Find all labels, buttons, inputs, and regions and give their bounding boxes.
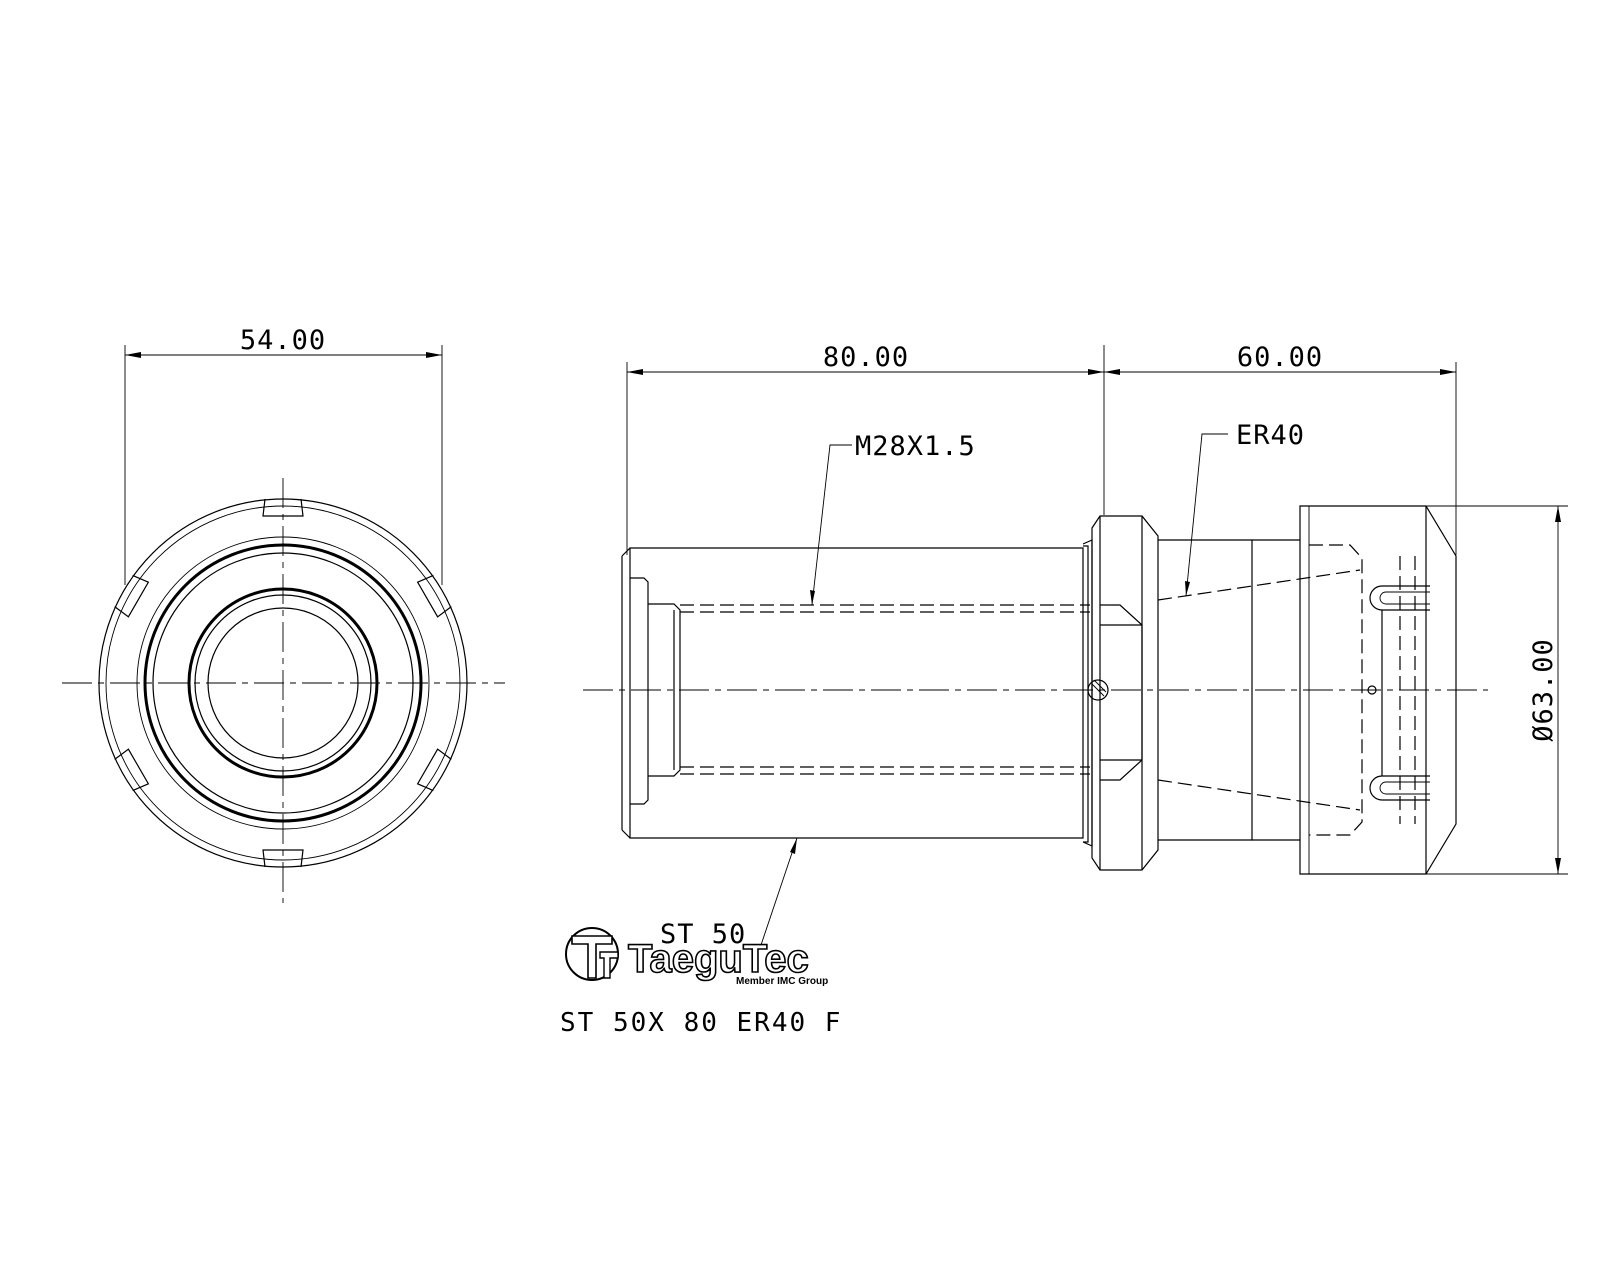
collet-neck (1158, 539, 1253, 841)
dim-60-arrow-left (1104, 369, 1120, 375)
dim-60-arrow-right (1440, 369, 1456, 375)
thread-leader (811, 444, 852, 606)
shank-chamfer-bottom (621, 829, 631, 839)
dim-54-arrow-right (426, 352, 442, 358)
shank-counterbore (630, 577, 649, 805)
head-length-label: 60.00 (1237, 342, 1323, 373)
logo-emblem-small-t (599, 951, 619, 979)
logo-emblem-t (571, 935, 613, 979)
shank-chamfer-top (621, 547, 631, 557)
collet-ring-outer (136, 536, 430, 830)
dim-63-arrow-bottom (1555, 858, 1561, 874)
part-number: ST 50X 80 ER40 F (560, 1008, 842, 1038)
collet-leader-arrow (1185, 581, 1190, 596)
dim-80-arrow-left (627, 369, 643, 375)
logo-wordmark: TaeguTec (628, 937, 809, 981)
dim-63-arrow-top (1555, 506, 1561, 522)
bore-inner (207, 607, 359, 759)
taper-hidden-bottom (1157, 779, 1361, 811)
nut-pin (1367, 685, 1377, 695)
side-view: 80.00 60.00 Ø63.00 M28X1.5 ER40 ST 50 (583, 342, 1568, 950)
set-screw-hatch-2 (1093, 679, 1107, 693)
shank-body (629, 547, 1084, 839)
shank-leader (759, 837, 798, 949)
hex-flats (1100, 604, 1143, 781)
shank-groove (1083, 545, 1089, 843)
set-screw-hole (1087, 679, 1109, 701)
end-view: 54.00 (62, 325, 505, 903)
width-dimension-label: 54.00 (240, 325, 326, 356)
nut-slot-bottom (1369, 775, 1430, 801)
shank-leader-arrow (790, 838, 797, 854)
thread-label: M28X1.5 (855, 431, 976, 462)
dim-54-arrow-left (125, 352, 141, 358)
diameter-label: Ø63.00 (1528, 638, 1559, 742)
logo-tagline: Member IMC Group (736, 976, 828, 987)
thread-leader-arrow (810, 590, 815, 605)
taegutec-logo: TaeguTec Member IMC Group (565, 927, 828, 987)
bore-ring-bold (187, 587, 379, 779)
nut-slot-top-inner (1379, 591, 1430, 605)
wrench-slots (114, 498, 452, 868)
bore-ring (194, 594, 372, 772)
collet-leader (1185, 433, 1228, 597)
taper-hidden-top (1157, 569, 1361, 601)
title-block: TaeguTec Member IMC Group ST 50X 80 ER40… (560, 927, 842, 1038)
shank-recess (648, 603, 681, 777)
collet-ring-bold (143, 543, 423, 823)
hex-collar (1091, 515, 1159, 871)
collet-label: ER40 (1236, 420, 1305, 451)
shank-length-label: 80.00 (823, 342, 909, 373)
nut-inner-circle (105, 505, 461, 861)
nut-inner-hidden (1309, 544, 1363, 836)
collet-ring-inner (152, 552, 414, 814)
set-screw-hatch-1 (1091, 683, 1105, 697)
dim-80-arrow-right (1088, 369, 1104, 375)
nut-outer-circle (98, 498, 468, 868)
shank-label: ST 50 (660, 919, 746, 950)
nut-slot-top (1369, 585, 1430, 611)
nut-slot-bottom-inner (1379, 781, 1430, 795)
